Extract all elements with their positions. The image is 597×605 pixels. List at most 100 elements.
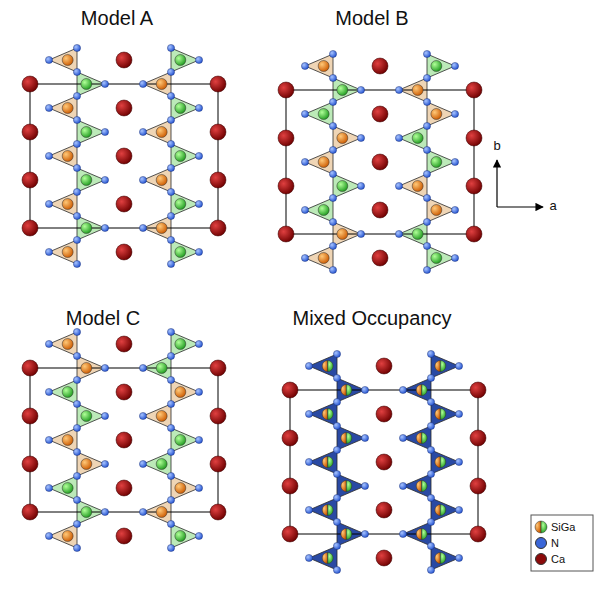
ga-half	[341, 433, 347, 444]
calcium-atom	[210, 456, 226, 472]
nitrogen-atom	[333, 398, 340, 405]
cation-atom	[412, 181, 423, 192]
calcium-atom	[116, 480, 132, 496]
nitrogen-atom	[167, 424, 174, 431]
cation-atom	[412, 133, 423, 144]
si-half	[328, 553, 334, 564]
nitrogen-atom	[167, 520, 174, 527]
tetrahedron	[431, 402, 459, 426]
tetrahedron	[49, 240, 77, 264]
nitrogen-atom	[301, 62, 308, 69]
calcium-atom	[116, 100, 132, 116]
nitrogen-atom	[167, 116, 174, 123]
nitrogen-atom	[73, 212, 80, 219]
ga-half	[416, 433, 422, 444]
cation-atom	[175, 339, 186, 350]
cation-atom	[175, 247, 186, 258]
tetrahedron	[171, 428, 199, 452]
cation-atom	[175, 199, 186, 210]
nitrogen-atom	[451, 110, 458, 117]
unit-cell	[30, 84, 218, 228]
axis-label: a	[549, 199, 556, 213]
calcium-atom	[116, 148, 132, 164]
tetrahedron	[305, 102, 333, 126]
si-half	[440, 409, 446, 420]
nitrogen-atom	[427, 542, 434, 549]
calcium-atom	[282, 526, 298, 542]
tetrahedron	[403, 426, 431, 450]
tetrahedron	[49, 428, 77, 452]
nitrogen-atom	[329, 50, 336, 57]
tetrahedron	[427, 198, 455, 222]
legend-label: N	[551, 537, 559, 549]
nitrogen-atom	[451, 254, 458, 261]
si-half	[346, 529, 352, 540]
nitrogen-atom	[423, 194, 430, 201]
legend-label: Ca	[551, 553, 565, 565]
calcium-atom	[210, 408, 226, 424]
nitrogen-atom	[195, 200, 202, 207]
cation-atom	[337, 133, 348, 144]
nitrogen-atom	[305, 506, 312, 513]
nitrogen-atom	[333, 518, 340, 525]
tetrahedron	[171, 144, 199, 168]
nitrogen-atom	[329, 122, 336, 129]
cation-atom	[156, 127, 167, 138]
calcium-atom	[22, 360, 38, 376]
cation-atom	[156, 411, 167, 422]
nitrogen-atom	[167, 328, 174, 335]
nitrogen-atom	[45, 104, 52, 111]
nitrogen-atom	[195, 56, 202, 63]
calcium-atom	[278, 178, 294, 194]
nitrogen-atom	[195, 152, 202, 159]
nitrogen-atom	[305, 458, 312, 465]
cation-atom	[175, 103, 186, 114]
cation-atom	[81, 459, 92, 470]
tetrahedron	[171, 524, 199, 548]
tetrahedron	[309, 402, 337, 426]
nitrogen-atom	[423, 74, 430, 81]
nitrogen-atom	[73, 164, 80, 171]
cation-atom	[62, 483, 73, 494]
tetrahedron	[143, 404, 171, 428]
calcium-atom	[282, 478, 298, 494]
nitrogen-atom	[427, 518, 434, 525]
tetrahedron	[77, 404, 105, 428]
tetrahedron	[49, 48, 77, 72]
tetrahedron	[431, 498, 459, 522]
nitrogen-atom	[305, 362, 312, 369]
calcium-atom	[376, 502, 392, 518]
nitrogen-atom	[427, 494, 434, 501]
calcium-atom	[116, 244, 132, 260]
tetrahedron	[305, 54, 333, 78]
cation-atom	[337, 85, 348, 96]
calcium-atom	[22, 172, 38, 188]
cation-atom	[81, 223, 92, 234]
calcium-atom	[470, 478, 486, 494]
nitrogen-atom	[427, 374, 434, 381]
tetrahedron	[143, 452, 171, 476]
legend-label: SiGa	[551, 521, 575, 533]
cation-atom	[62, 55, 73, 66]
cation-atom	[156, 79, 167, 90]
tetrahedron	[49, 380, 77, 404]
nitrogen-atom	[329, 146, 336, 153]
nitrogen-atom	[455, 554, 462, 561]
nitrogen-atom	[357, 134, 364, 141]
nitrogen-atom	[45, 484, 52, 491]
panel-title: Mixed Occupancy	[293, 307, 452, 329]
nitrogen-atom	[451, 62, 458, 69]
nitrogen-atom	[333, 374, 340, 381]
nitrogen-atom	[73, 400, 80, 407]
nitrogen-atom	[427, 398, 434, 405]
nitrogen-atom	[361, 530, 368, 537]
nitrogen-atom	[45, 436, 52, 443]
calcium-atom	[466, 178, 482, 194]
tetrahedron	[427, 246, 455, 270]
nitrogen-atom	[167, 448, 174, 455]
cation-atom	[175, 151, 186, 162]
calcium-atom	[116, 196, 132, 212]
calcium-atom	[22, 456, 38, 472]
nitrogen-atom	[167, 472, 174, 479]
calcium-atom	[376, 406, 392, 422]
